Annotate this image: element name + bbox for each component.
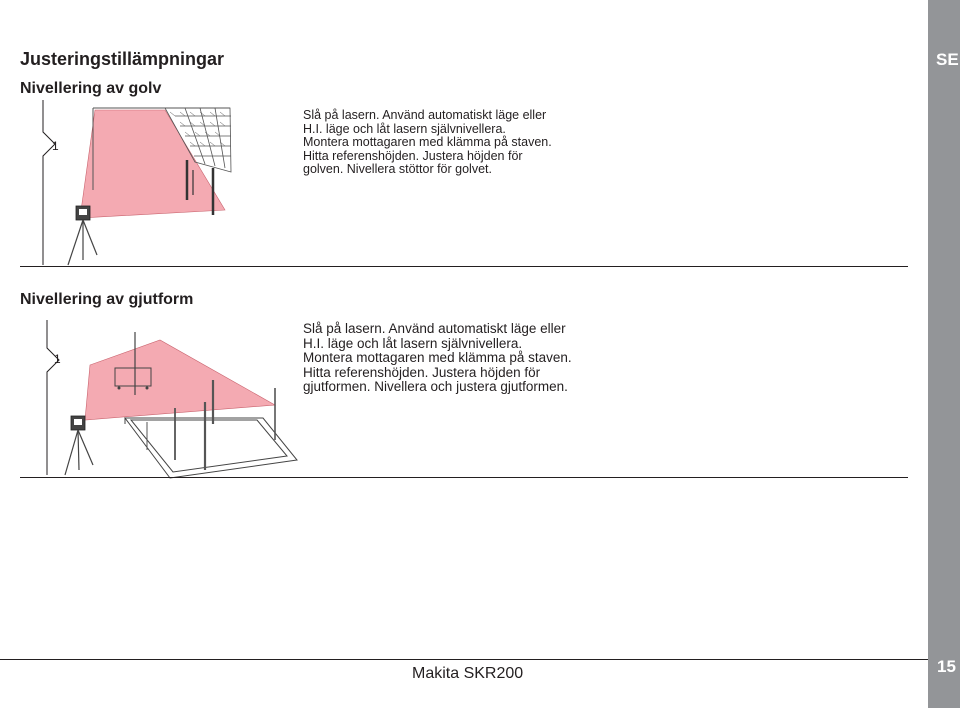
- footer-rule: [0, 659, 928, 660]
- section-divider: [20, 477, 908, 478]
- section2-instruction: Slå på lasern. Använd automatiskt läge e…: [303, 321, 572, 395]
- section2-heading: Nivellering av gjutform: [20, 291, 194, 308]
- section1-step-number: 1: [52, 139, 59, 153]
- page-side-tab: [928, 0, 960, 708]
- floor-leveling-illustration: [42, 100, 232, 266]
- page-number: 15: [937, 657, 956, 676]
- section-divider: [20, 266, 908, 267]
- formwork-leveling-illustration: [46, 320, 298, 479]
- section1-instruction: Slå på lasern. Använd automatiskt läge e…: [303, 108, 552, 177]
- footer-product-name: Makita SKR200: [412, 665, 524, 682]
- page-title: Justeringstillämpningar: [20, 49, 225, 69]
- language-tag: SE: [936, 50, 959, 69]
- section1-heading: Nivellering av golv: [20, 80, 162, 97]
- section2-step-number: 1: [54, 352, 61, 366]
